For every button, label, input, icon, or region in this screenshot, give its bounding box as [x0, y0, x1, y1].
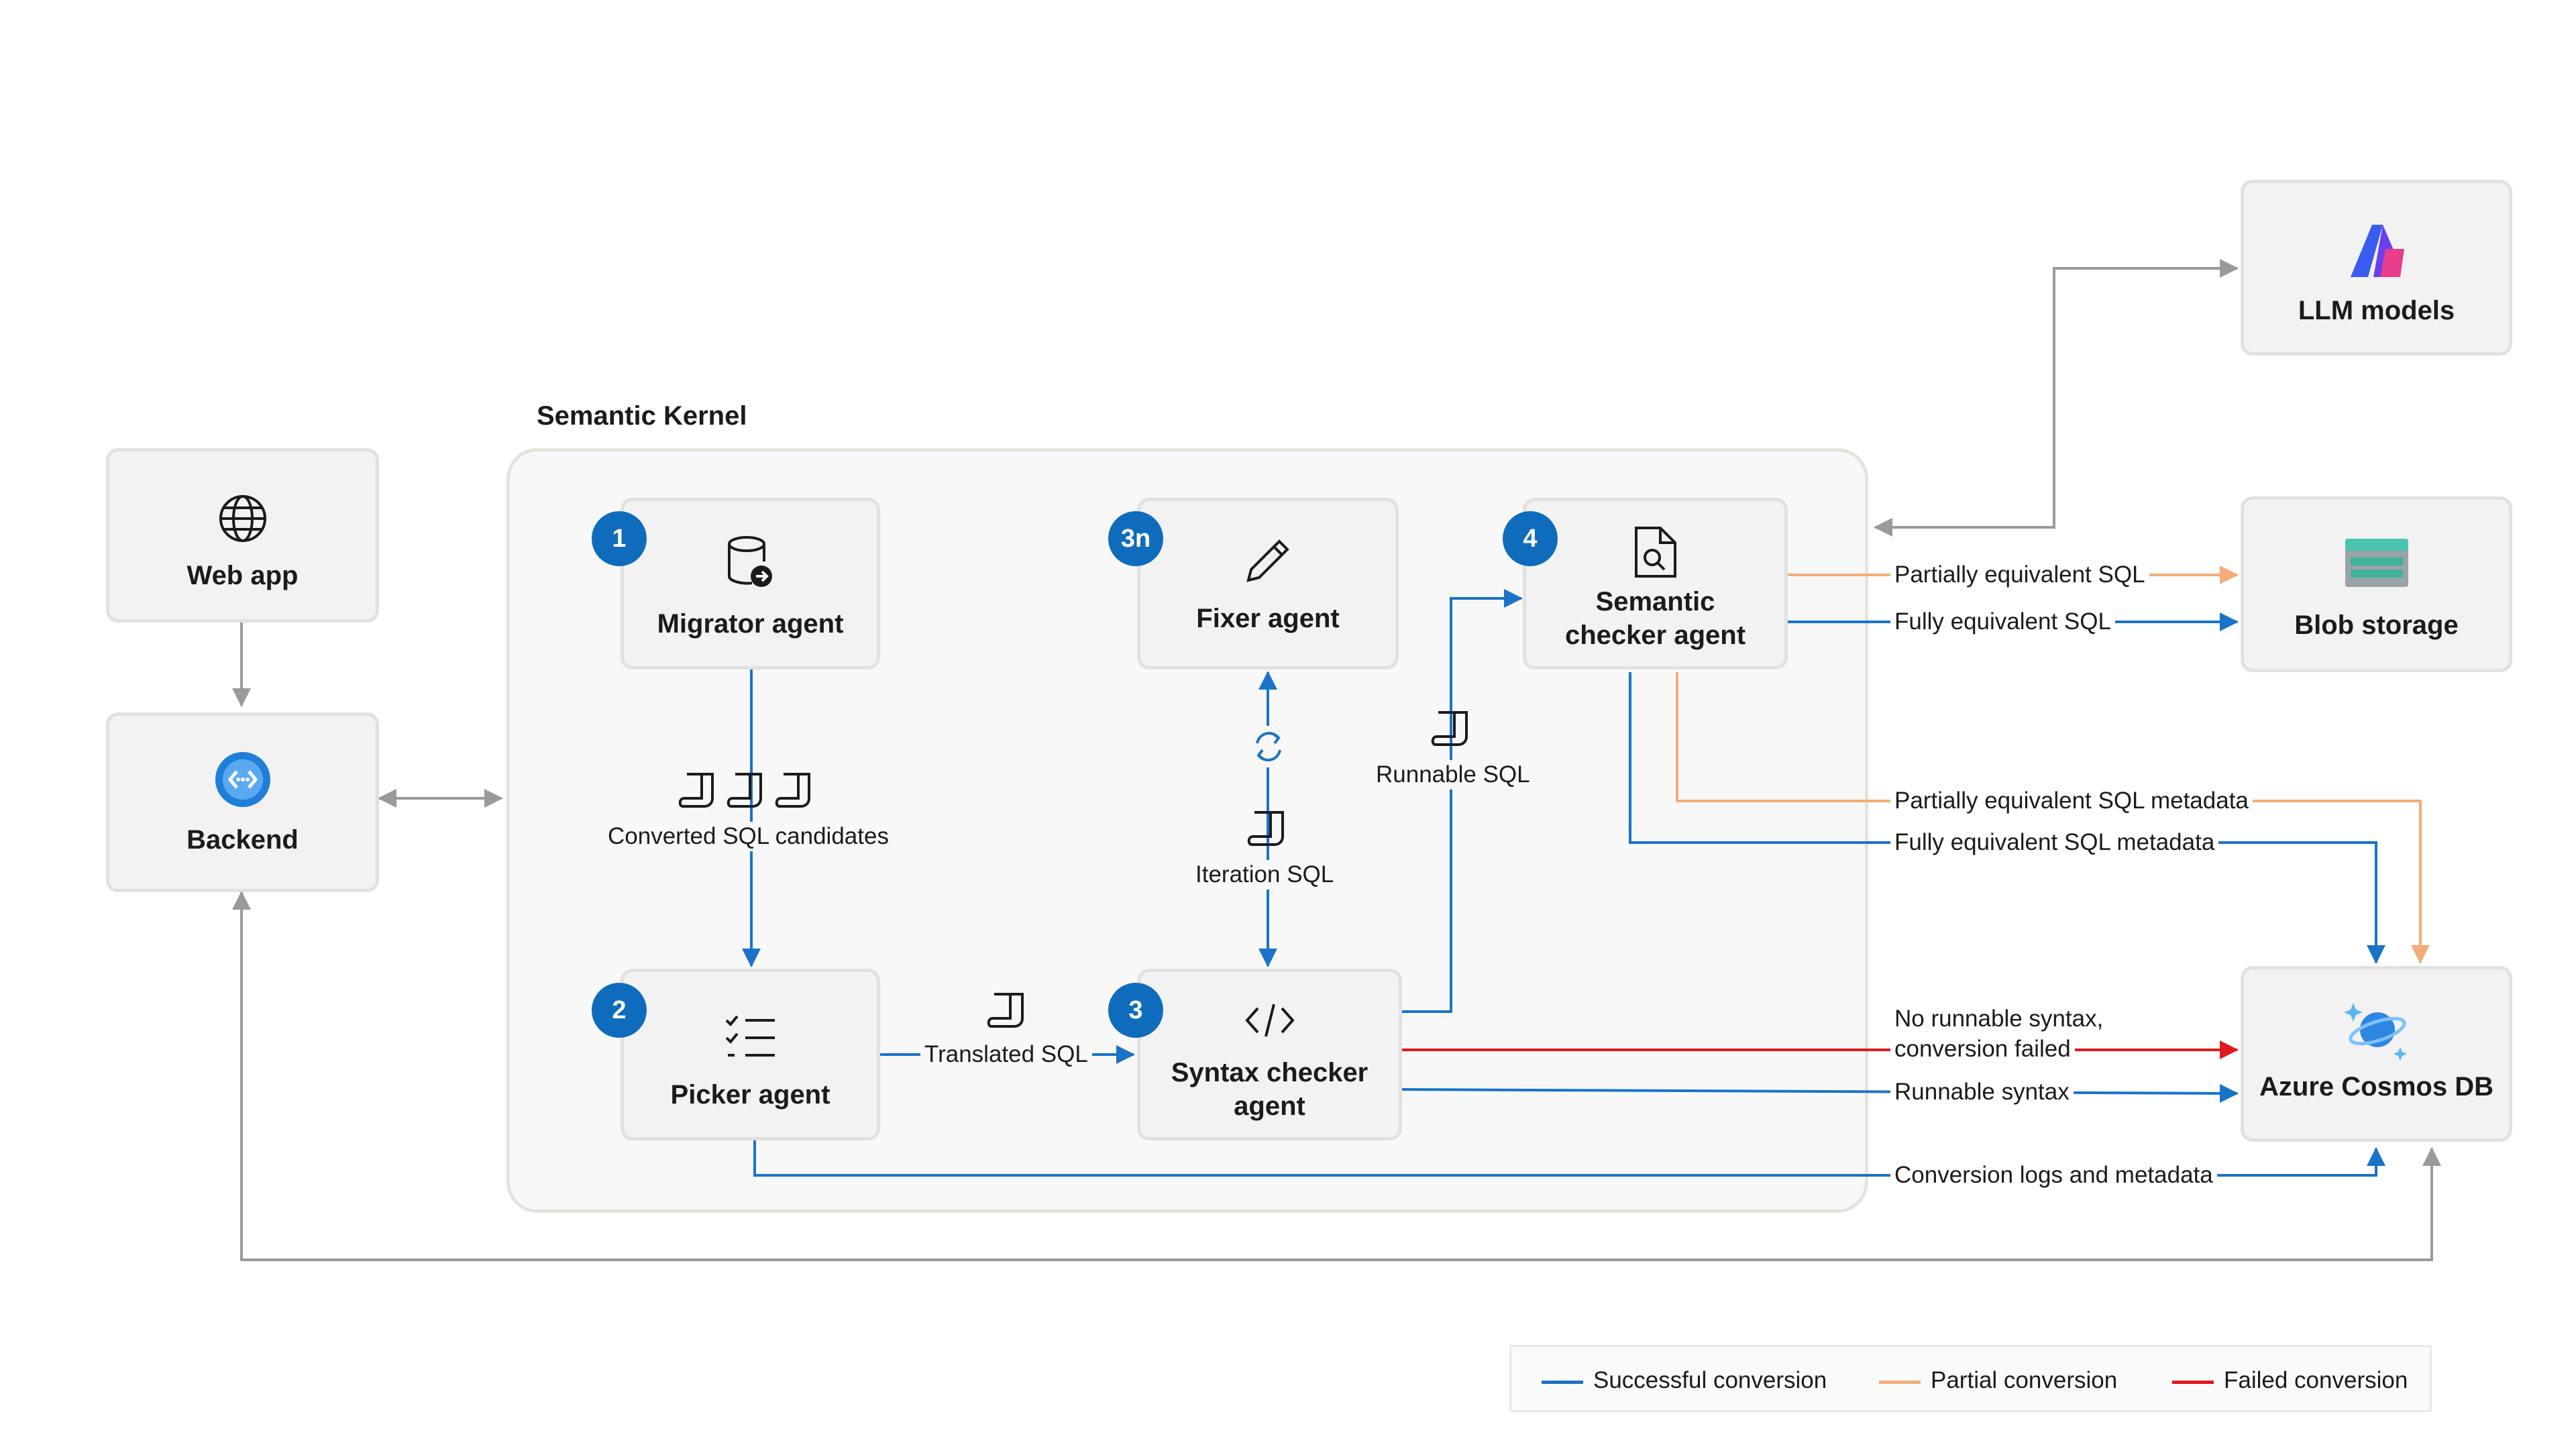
- migrator-agent-node: Migrator agent: [621, 498, 880, 669]
- api-icon: [215, 752, 270, 807]
- label-translated-sql: Translated SQL: [920, 1040, 1092, 1069]
- document-search-icon: [1634, 527, 1676, 578]
- semantic-checker-agent-node: Semantic checker agent: [1523, 498, 1788, 669]
- edge-syntax-semantic: [1402, 589, 1523, 1013]
- sql-candidates-icon: [678, 773, 810, 808]
- translated-sql-icon: [987, 993, 1024, 1028]
- picker-agent-label: Picker agent: [670, 1080, 830, 1110]
- code-icon: [1244, 1004, 1295, 1037]
- syntax-checker-agent-node: Syntax checker agent: [1137, 969, 1402, 1140]
- blob-storage-label: Blob storage: [2294, 610, 2459, 640]
- label-fully-equivalent-sql: Fully equivalent SQL: [1890, 607, 2115, 637]
- cosmos-db-label: Azure Cosmos DB: [2259, 1072, 2493, 1102]
- label-partially-equivalent-sql: Partially equivalent SQL: [1890, 560, 2149, 590]
- label-runnable-sql: Runnable SQL: [1372, 760, 1534, 790]
- step-badge-2: 2: [592, 983, 647, 1038]
- semantic-checker-label-line2: checker agent: [1564, 621, 1746, 650]
- label-fully-equivalent-metadata: Fully equivalent SQL metadata: [1890, 828, 2219, 857]
- checklist-icon: [725, 1015, 775, 1057]
- label-no-runnable-line2: conversion failed: [1890, 1034, 2075, 1064]
- label-converted-candidates: Converted SQL candidates: [604, 822, 893, 851]
- picker-agent-node: Picker agent: [621, 969, 880, 1140]
- label-conversion-logs: Conversion logs and metadata: [1890, 1161, 2217, 1190]
- syntax-checker-label-line2: agent: [1234, 1091, 1305, 1121]
- runnable-sql-icon: [1431, 711, 1468, 746]
- iteration-sql-icon: [1247, 811, 1284, 846]
- storage-icon: [2345, 539, 2408, 587]
- edge-backend-cosmos: [232, 891, 2441, 1261]
- fixer-agent-node: Fixer agent: [1137, 498, 1399, 669]
- label-no-runnable-line1: No runnable syntax,: [1890, 1004, 2108, 1034]
- label-iteration-sql: Iteration SQL: [1191, 860, 1338, 890]
- iteration-loop-icon: [1249, 726, 1288, 767]
- cosmos-db-icon: [2343, 1003, 2407, 1061]
- pencil-icon: [1246, 539, 1289, 582]
- semantic-checker-label-line1: Semantic: [1595, 587, 1715, 616]
- blob-storage-node: Blob storage: [2241, 496, 2512, 672]
- azure-ai-icon: [2350, 225, 2404, 277]
- backend-node: Backend: [106, 712, 379, 892]
- step-badge-3: 3: [1108, 983, 1163, 1038]
- label-runnable-syntax: Runnable syntax: [1890, 1077, 2074, 1107]
- legend-partial-label: Partial conversion: [1931, 1367, 2118, 1393]
- web-app-label: Web app: [186, 561, 299, 590]
- database-export-icon: [727, 536, 772, 587]
- llm-models-node: LLM models: [2241, 180, 2512, 356]
- edge-semantic-cosmos-full-meta: [1629, 672, 2385, 964]
- migrator-agent-label: Migrator agent: [657, 609, 844, 639]
- legend-failed-label: Failed conversion: [2224, 1367, 2408, 1393]
- fixer-agent-label: Fixer agent: [1196, 604, 1340, 633]
- backend-label: Backend: [186, 825, 299, 855]
- edge-syntax-cosmos-runnable: [1401, 1083, 2239, 1103]
- kernel-title: Semantic Kernel: [537, 401, 747, 431]
- edge-kernel-llm: [1874, 259, 2239, 537]
- llm-models-label: LLM models: [2298, 296, 2455, 325]
- legend-partial-swatch: [1879, 1381, 1921, 1384]
- step-badge-4: 4: [1503, 511, 1558, 566]
- web-app-node: Web app: [106, 448, 379, 623]
- label-partially-equivalent-metadata: Partially equivalent SQL metadata: [1890, 786, 2253, 816]
- globe-icon: [219, 495, 266, 542]
- legend-failed-swatch: [2172, 1381, 2214, 1384]
- legend-successful-swatch: [1542, 1381, 1583, 1384]
- syntax-checker-label-line1: Syntax checker: [1171, 1058, 1368, 1087]
- legend-successful-label: Successful conversion: [1593, 1367, 1827, 1393]
- step-badge-1: 1: [592, 511, 647, 566]
- cosmos-db-node: Azure Cosmos DB: [2241, 966, 2512, 1142]
- legend: Successful conversion Partial conversion…: [1509, 1345, 2432, 1412]
- edge-semantic-cosmos-partial-meta: [1676, 672, 2430, 964]
- edge-picker-cosmos-logs: [753, 1140, 2385, 1177]
- step-badge-3n: 3n: [1108, 511, 1163, 566]
